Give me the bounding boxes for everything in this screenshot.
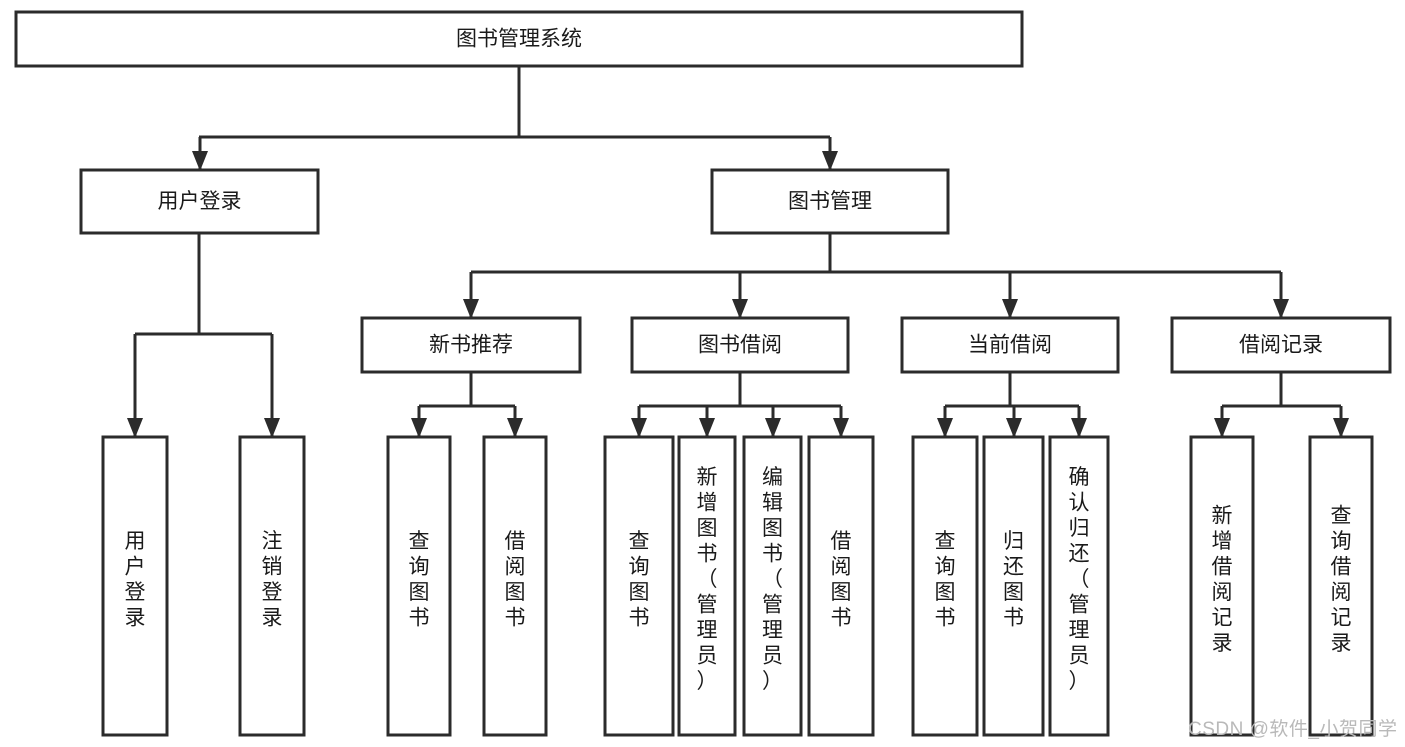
node-label-leaf-add-record: 新增借阅记录 [1212, 504, 1233, 655]
edge-user-login-to-leaf-user-login [127, 334, 143, 438]
edge-root-to-user-login [192, 137, 208, 171]
node-box-book-borrow[interactable] [630, 316, 850, 374]
node-layer: 图书管理系统用户登录图书管理新书推荐图书借阅当前借阅借阅记录用户登录注销登录查询… [14, 10, 1392, 737]
node-label-book-manage: 图书管理 [788, 190, 872, 213]
node-box-leaf-add-book[interactable] [677, 435, 737, 737]
node-box-leaf-borrow-book-2[interactable] [807, 435, 875, 737]
node-label-leaf-edit-book: 编辑图书（管理员） [762, 466, 783, 693]
node-box-leaf-user-login[interactable] [101, 435, 169, 737]
node-leaf-add-record[interactable]: 新增借阅记录 [1189, 435, 1255, 737]
node-book-manage[interactable]: 图书管理 [710, 168, 950, 235]
edge-book-borrow-to-leaf-add-book [699, 406, 715, 438]
node-box-leaf-confirm-return[interactable] [1048, 435, 1110, 737]
node-label-leaf-add-book: 新增图书（管理员） [697, 466, 718, 693]
node-leaf-user-logout[interactable]: 注销登录 [238, 435, 306, 737]
node-box-book-manage[interactable] [710, 168, 950, 235]
watermark-text: CSDN @软件_小贺同学 [1188, 719, 1398, 740]
edge-book-manage-to-current-borrow [1002, 272, 1018, 319]
edge-book-borrow-to-leaf-edit-book [765, 406, 781, 438]
connector-bus-root [199, 66, 830, 139]
node-box-user-login[interactable] [79, 168, 320, 235]
edge-borrow-record-to-leaf-query-record [1333, 406, 1349, 438]
node-leaf-query-book-1[interactable]: 查询图书 [386, 435, 452, 737]
node-leaf-add-book[interactable]: 新增图书（管理员） [677, 435, 737, 737]
node-label-leaf-user-login: 用户登录 [125, 530, 146, 630]
node-box-leaf-edit-book[interactable] [742, 435, 803, 737]
node-box-leaf-query-book-1[interactable] [386, 435, 452, 737]
node-leaf-user-login[interactable]: 用户登录 [101, 435, 169, 737]
connector-bus-new-book-rec [419, 372, 515, 408]
edge-new-book-rec-to-leaf-borrow-book-1 [507, 406, 523, 438]
edge-new-book-rec-to-leaf-query-book-1 [411, 406, 427, 438]
node-box-leaf-return-book[interactable] [982, 435, 1045, 737]
connector-bus-user-login [135, 233, 272, 336]
node-label-new-book-rec: 新书推荐 [429, 334, 513, 357]
node-leaf-borrow-book-1[interactable]: 借阅图书 [482, 435, 548, 737]
node-label-root: 图书管理系统 [456, 28, 582, 51]
node-leaf-borrow-book-2[interactable]: 借阅图书 [807, 435, 875, 737]
node-leaf-query-record[interactable]: 查询借阅记录 [1308, 435, 1374, 737]
node-box-current-borrow[interactable] [900, 316, 1120, 374]
node-box-leaf-query-record[interactable] [1308, 435, 1374, 737]
node-box-leaf-add-record[interactable] [1189, 435, 1255, 737]
connector-layer [127, 66, 1349, 438]
connector-bus-book-manage [471, 233, 1281, 274]
node-box-leaf-query-book-2[interactable] [603, 435, 675, 737]
edge-book-borrow-to-leaf-borrow-book-2 [833, 406, 849, 438]
connector-bus-book-borrow [639, 372, 841, 408]
node-book-borrow[interactable]: 图书借阅 [630, 316, 850, 374]
edge-book-manage-to-borrow-record [1273, 272, 1289, 319]
node-label-leaf-confirm-return: 确认归还（管理员） [1069, 466, 1090, 693]
node-box-root[interactable] [14, 10, 1024, 68]
connector-bus-borrow-record [1222, 372, 1341, 408]
node-leaf-edit-book[interactable]: 编辑图书（管理员） [742, 435, 803, 737]
node-label-leaf-user-logout: 注销登录 [262, 530, 283, 630]
node-root[interactable]: 图书管理系统 [14, 10, 1024, 68]
node-label-user-login: 用户登录 [158, 190, 242, 213]
edge-user-login-to-leaf-user-logout [264, 334, 280, 438]
node-leaf-query-book-2[interactable]: 查询图书 [603, 435, 675, 737]
node-label-leaf-query-book-1: 查询图书 [409, 530, 430, 630]
edge-current-borrow-to-leaf-query-book-3 [937, 406, 953, 438]
node-box-new-book-rec[interactable] [360, 316, 582, 374]
edge-book-borrow-to-leaf-query-book-2 [631, 406, 647, 438]
node-current-borrow[interactable]: 当前借阅 [900, 316, 1120, 374]
edge-borrow-record-to-leaf-add-record [1214, 406, 1230, 438]
node-new-book-rec[interactable]: 新书推荐 [360, 316, 582, 374]
node-label-leaf-borrow-book-2: 借阅图书 [831, 530, 852, 630]
edge-root-to-book-manage [822, 137, 838, 171]
node-box-leaf-query-book-3[interactable] [911, 435, 979, 737]
edge-current-borrow-to-leaf-return-book [1006, 406, 1022, 438]
edge-current-borrow-to-leaf-confirm-return [1071, 406, 1087, 438]
node-user-login[interactable]: 用户登录 [79, 168, 320, 235]
edge-book-manage-to-book-borrow [732, 272, 748, 319]
node-label-leaf-query-book-3: 查询图书 [935, 530, 956, 630]
node-label-book-borrow: 图书借阅 [698, 334, 782, 357]
node-box-borrow-record[interactable] [1170, 316, 1392, 374]
node-leaf-query-book-3[interactable]: 查询图书 [911, 435, 979, 737]
node-borrow-record[interactable]: 借阅记录 [1170, 316, 1392, 374]
node-label-leaf-query-record: 查询借阅记录 [1331, 504, 1352, 655]
node-label-leaf-return-book: 归还图书 [1003, 530, 1024, 630]
node-leaf-return-book[interactable]: 归还图书 [982, 435, 1045, 737]
edge-book-manage-to-new-book-rec [463, 272, 479, 319]
node-label-leaf-borrow-book-1: 借阅图书 [505, 530, 526, 630]
node-label-leaf-query-book-2: 查询图书 [629, 530, 650, 630]
node-label-borrow-record: 借阅记录 [1239, 334, 1323, 357]
node-leaf-confirm-return[interactable]: 确认归还（管理员） [1048, 435, 1110, 737]
node-label-current-borrow: 当前借阅 [968, 334, 1052, 357]
node-box-leaf-borrow-book-1[interactable] [482, 435, 548, 737]
connector-bus-current-borrow [945, 372, 1079, 408]
node-box-leaf-user-logout[interactable] [238, 435, 306, 737]
